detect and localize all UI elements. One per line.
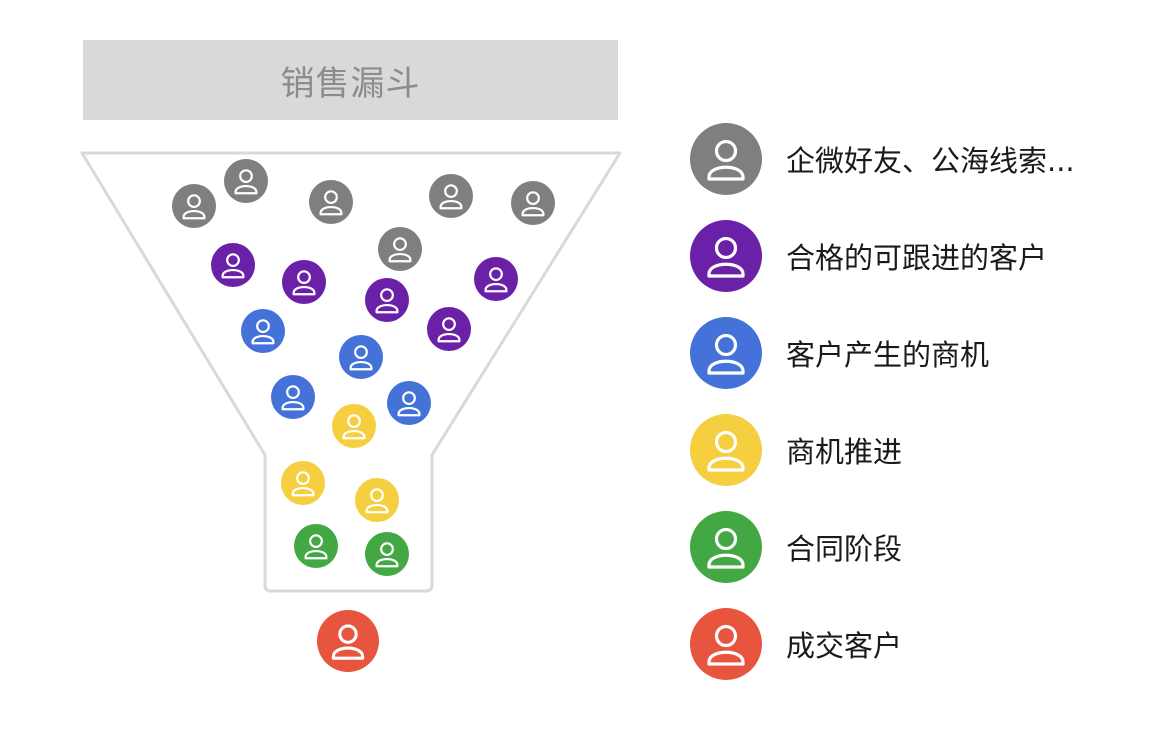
person-icon (224, 159, 268, 203)
person-icon (690, 511, 762, 583)
person-icon (690, 414, 762, 486)
person-icon (309, 180, 353, 224)
legend-label: 企微好友、公海线索... (786, 144, 1075, 178)
person-icon (365, 532, 409, 576)
funnel-people-group (172, 159, 555, 672)
person-icon (378, 227, 422, 271)
legend-item-closed: 成交客户 (690, 608, 902, 680)
funnel-title: 销售漏斗 (280, 63, 421, 104)
person-icon (317, 610, 379, 672)
person-icon (429, 174, 473, 218)
legend-item-lead: 企微好友、公海线索... (690, 123, 1075, 195)
funnel-outline (80, 151, 622, 593)
legend-label: 合格的可跟进的客户 (786, 241, 1048, 275)
person-icon (332, 404, 376, 448)
person-icon (282, 260, 326, 304)
person-icon (690, 123, 762, 195)
person-icon (211, 243, 255, 287)
person-icon (474, 257, 518, 301)
person-icon (387, 381, 431, 425)
legend-item-contract: 合同阶段 (690, 511, 902, 583)
person-icon (365, 278, 409, 322)
person-icon (355, 478, 399, 522)
legend-label: 合同阶段 (786, 532, 903, 566)
legend-item-opportunity: 客户产生的商机 (690, 317, 989, 389)
person-icon (690, 608, 762, 680)
legend-label: 客户产生的商机 (786, 338, 990, 372)
person-icon (339, 335, 383, 379)
person-icon (690, 220, 762, 292)
person-icon (511, 181, 555, 225)
person-icon (172, 184, 216, 228)
person-icon (241, 309, 285, 353)
legend-label: 成交客户 (786, 629, 903, 663)
person-icon (690, 317, 762, 389)
legend-item-qualified: 合格的可跟进的客户 (690, 220, 1047, 292)
person-icon (294, 524, 338, 568)
legend-item-advancing: 商机推进 (690, 414, 902, 486)
person-icon (281, 461, 325, 505)
legend-label: 商机推进 (786, 435, 903, 469)
person-icon (271, 375, 315, 419)
funnel-title-bar: 销售漏斗 (83, 40, 618, 120)
person-icon (427, 307, 471, 351)
